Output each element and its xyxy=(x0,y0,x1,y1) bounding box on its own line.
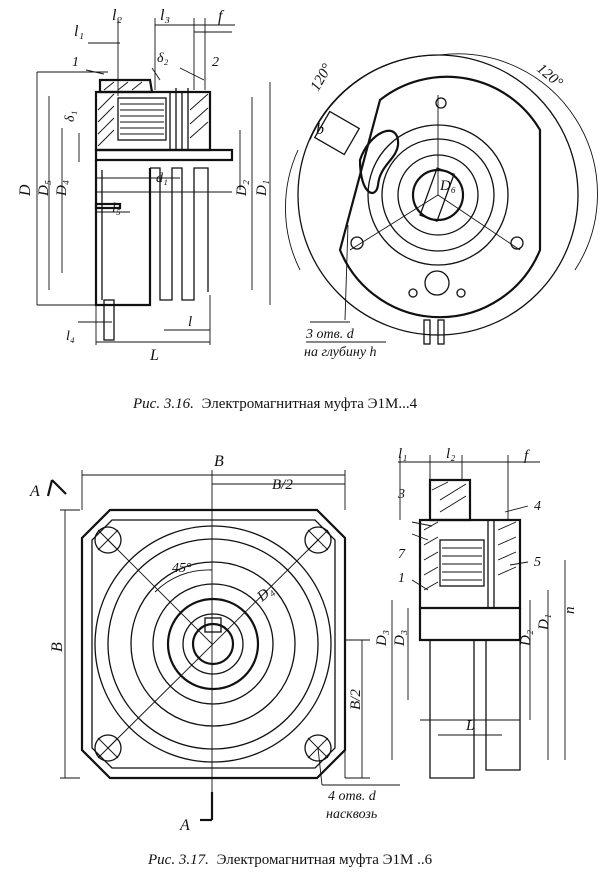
label-D2-fig2: D₂ xyxy=(518,630,534,647)
label-section-A-bottom: A xyxy=(179,817,190,834)
label-angle-45: 45° xyxy=(172,561,192,576)
label-D2: D₂ xyxy=(234,180,250,197)
label-section-A-top: A xyxy=(29,483,40,500)
label-D4-fig2: D₄ xyxy=(254,582,277,605)
label-D3-inner: D₃ xyxy=(392,630,408,647)
label-holes-depth-fig1: на глубину h xyxy=(304,345,377,360)
clutch-section-view-e1m4 xyxy=(36,18,271,345)
clutch-front-view-e1m6 xyxy=(46,470,400,822)
label-angle-120-left: 120° xyxy=(308,61,336,94)
label-part-1-fig2: 1 xyxy=(398,571,405,586)
label-dim-B-top: B xyxy=(214,453,224,470)
figure-3-17: A A B B/2 B B/2 45° D₄ 4 отв. d насквозь xyxy=(29,446,578,868)
caption-fig-3-17-number: Рис. 3.17. xyxy=(147,852,209,868)
label-l1: l₁ xyxy=(74,23,84,40)
label-b: b xyxy=(316,121,324,138)
label-holes-count-fig2: 4 отв. d xyxy=(328,789,377,804)
label-L-fig2: L xyxy=(465,718,474,734)
label-l2-fig2: l₂ xyxy=(446,446,455,462)
label-delta2: δ₂ xyxy=(157,51,169,66)
label-l1-fig2: l₁ xyxy=(398,446,407,462)
label-dim-B-half-right: B/2 xyxy=(348,689,364,710)
label-D3-outer: D₃ xyxy=(374,630,390,647)
caption-fig-3-16: Рис. 3.16. Электромагнитная муфта Э1М...… xyxy=(132,396,418,412)
label-dim-B-half-top: B/2 xyxy=(272,477,293,493)
caption-fig-3-17-title: Электромагнитная муфта Э1М ..6 xyxy=(217,852,433,868)
caption-fig-3-16-number: Рис. 3.16. xyxy=(132,396,194,412)
label-n: n xyxy=(562,607,578,615)
label-holes-through-fig2: насквозь xyxy=(326,807,377,822)
label-l5: l₅ xyxy=(112,201,121,216)
caption-fig-3-17: Рис. 3.17. Электромагнитная муфта Э1М ..… xyxy=(147,852,433,868)
label-l: l xyxy=(188,314,192,330)
label-l3: l₃ xyxy=(160,7,170,24)
label-D1-fig2: D₁ xyxy=(536,614,552,631)
label-L: L xyxy=(149,347,159,364)
label-part-4: 4 xyxy=(534,499,541,514)
label-part-5: 5 xyxy=(534,555,541,570)
label-part-2: 2 xyxy=(212,55,219,70)
label-D1: D₁ xyxy=(254,180,270,197)
label-f-fig2: f xyxy=(524,448,530,464)
label-part-3: 3 xyxy=(397,487,405,502)
label-l4: l₄ xyxy=(66,329,75,344)
label-d1: d₁ xyxy=(156,171,168,186)
label-holes-count-fig1: 3 отв. d xyxy=(305,327,355,342)
label-D: D xyxy=(17,184,34,197)
label-D4: D₄ xyxy=(54,180,70,197)
label-part-1: 1 xyxy=(72,55,79,70)
figure-3-16: l₂ l₁ l₃ f 1 2 δ₂ δ₁ d₁ D D₅ D₄ D₂ D₁ l₅… xyxy=(17,7,598,412)
label-l2: l₂ xyxy=(112,7,122,24)
caption-fig-3-16-title: Электромагнитная муфта Э1М...4 xyxy=(202,396,418,412)
label-part-7: 7 xyxy=(398,547,406,562)
clutch-side-section-e1m6 xyxy=(391,455,566,779)
label-D6: D₆ xyxy=(439,178,456,194)
label-angle-120-right: 120° xyxy=(533,61,565,92)
label-delta1: δ₁ xyxy=(63,111,78,122)
label-dim-B-left: B xyxy=(49,642,66,652)
label-D5: D₅ xyxy=(36,180,52,197)
clutch-end-view-e1m4 xyxy=(285,53,598,345)
label-f: f xyxy=(218,8,225,25)
